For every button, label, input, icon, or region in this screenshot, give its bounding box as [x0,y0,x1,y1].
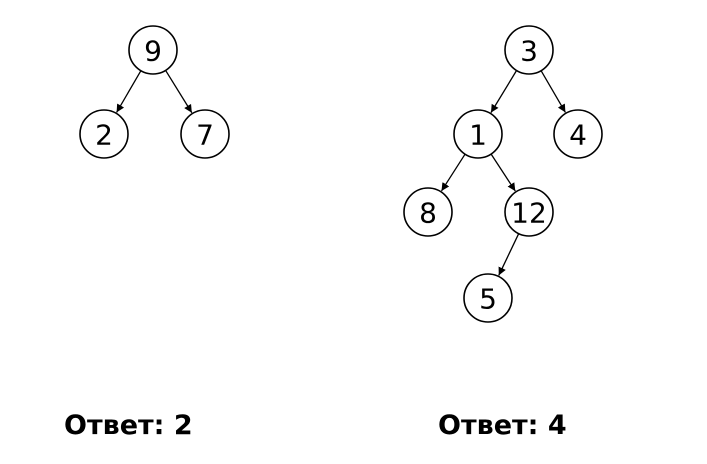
node-circle [403,187,453,237]
node-label: 8 [419,197,437,230]
tree-node-a2: 2 [79,109,129,159]
node-circle [504,25,554,75]
edge-b3-b4 [540,70,566,113]
node-label: 4 [569,119,587,152]
tree-node-a9: 9 [128,25,178,75]
node-circle [128,25,178,75]
node-circle [504,187,554,237]
tree-node-b8: 8 [403,187,453,237]
node-label: 9 [144,35,162,68]
node-label: 5 [479,283,497,316]
tree-node-b12: 12 [504,187,554,237]
node-circle [553,109,603,159]
node-circle [180,109,230,159]
tree-node-b4: 4 [553,109,603,159]
tree-node-b3: 3 [504,25,554,75]
answer-right: Ответ: 4 [438,410,567,441]
edge-a9-a2 [116,70,142,113]
node-label: 1 [469,119,487,152]
tree-node-a7: 7 [180,109,230,159]
node-circle [453,109,503,159]
node-label: 7 [196,119,214,152]
edge-b1-b8 [440,153,466,192]
edges-layer [116,70,566,276]
node-circle [79,109,129,159]
node-label: 2 [95,119,113,152]
edge-b1-b12 [490,153,516,192]
edge-b3-b1 [490,70,518,113]
tree-node-b1: 1 [453,109,503,159]
nodes-layer: 9 2 7 3 1 4 8 12 5 [79,25,603,323]
node-label: 12 [511,197,547,230]
answer-left: Ответ: 2 [64,410,193,441]
edge-a9-a7 [165,70,193,114]
edge-b12-b5 [498,233,520,276]
tree-node-b5: 5 [463,273,513,323]
node-circle [463,273,513,323]
node-label: 3 [520,35,538,68]
